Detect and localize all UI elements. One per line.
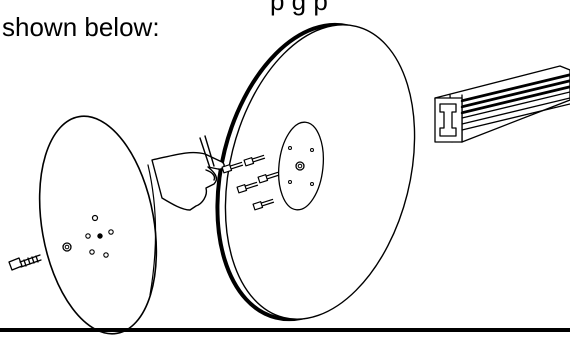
hand-icon [151,135,225,211]
caption: p g p shown below: [0,0,570,52]
screws-icon [221,154,280,211]
bolt-icon [8,254,42,271]
large-disc-icon [215,22,416,322]
caption-line-2: shown below: [2,12,160,42]
aluminum-profile-icon [434,65,570,143]
small-disc-icon [38,115,158,335]
caption-line-1: p g p [270,0,328,16]
bottom-rule [0,328,570,332]
